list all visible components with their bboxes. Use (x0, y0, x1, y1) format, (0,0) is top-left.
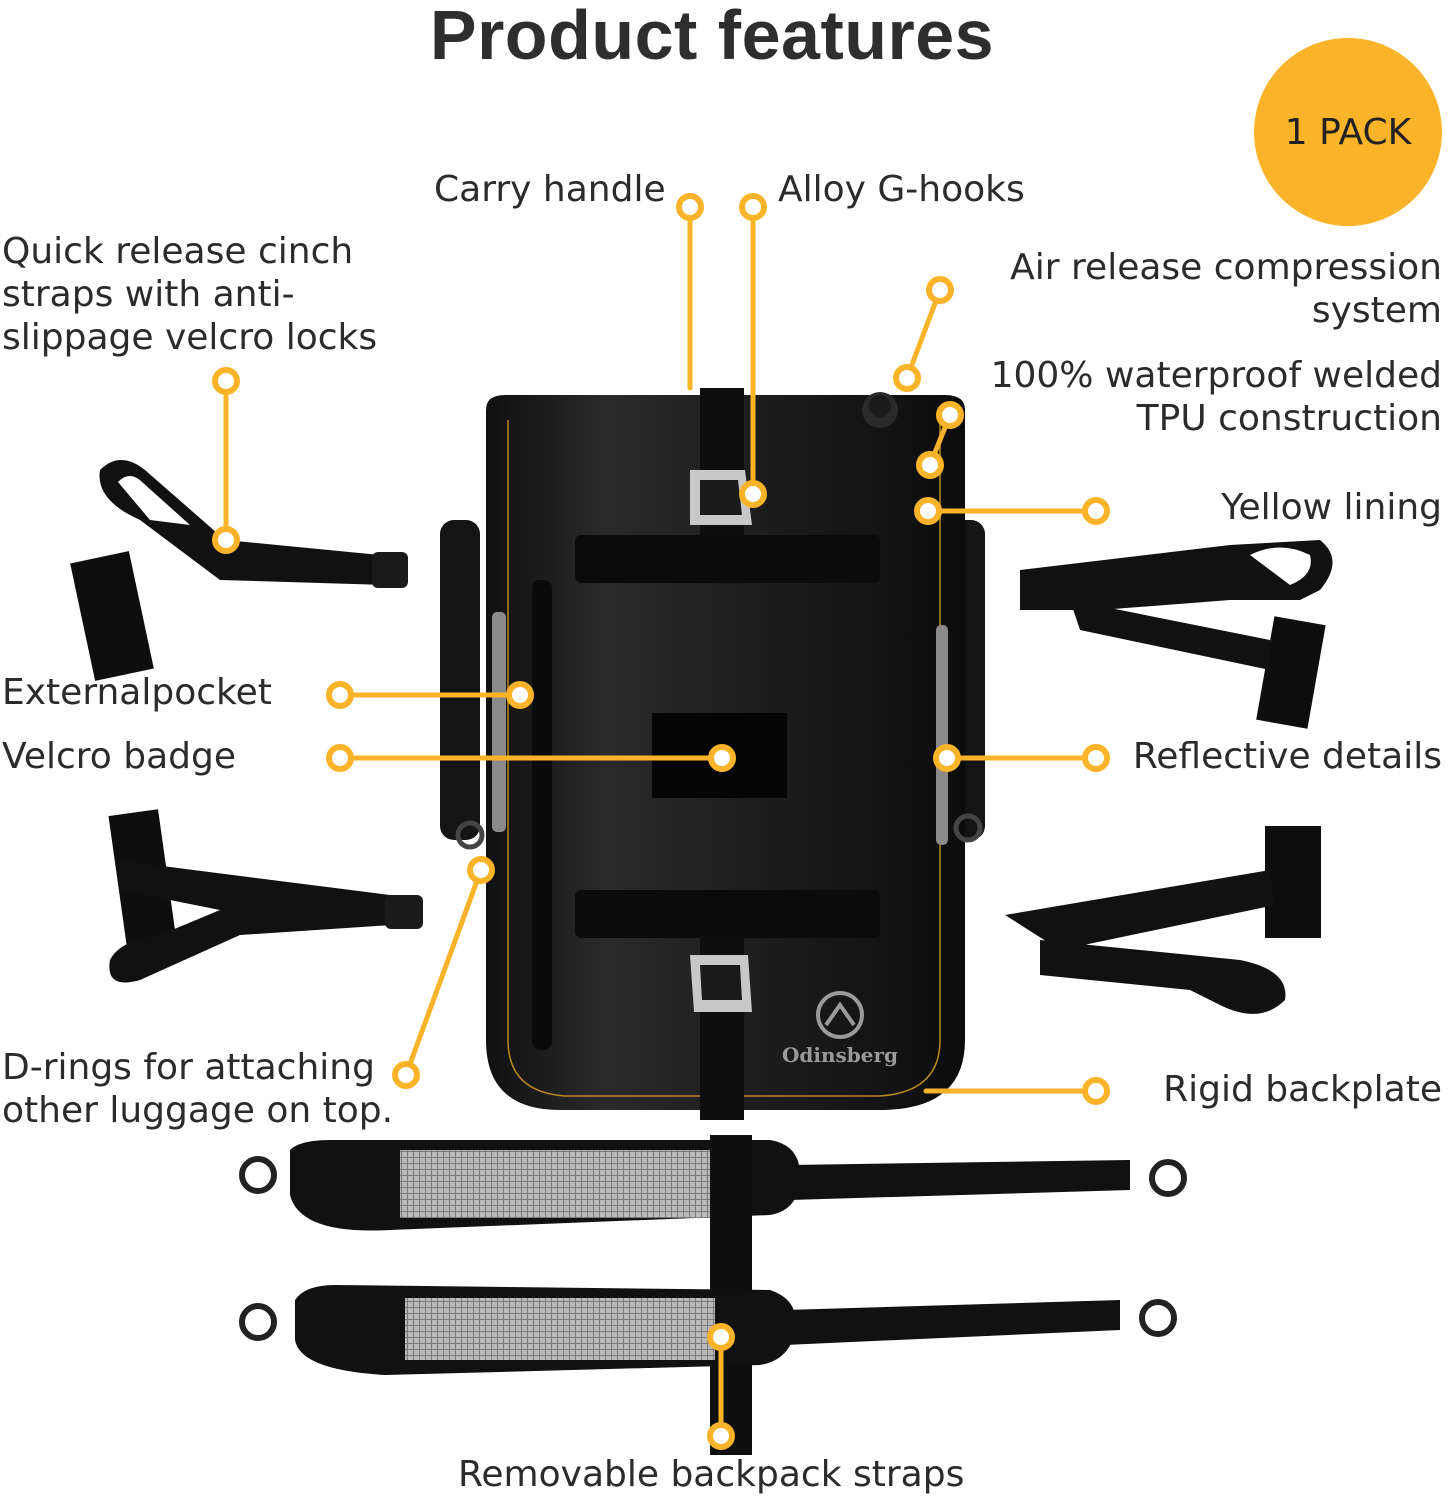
label-rigid-backplate: Rigid backplate (1163, 1069, 1442, 1110)
callout-marker (1082, 497, 1110, 525)
cinch-strap-bottom-left (108, 809, 423, 983)
cinch-strap-top-left (70, 460, 408, 681)
callout-marker (326, 744, 354, 772)
callout-marker (914, 497, 942, 525)
brand-logo-text: Odinsberg (782, 1043, 898, 1067)
callout-marker (467, 856, 495, 884)
callout-marker (212, 367, 240, 395)
label-d-rings: D-rings for attaching other luggage on t… (2, 1047, 394, 1131)
callout-marker (933, 744, 961, 772)
callout-markers (212, 193, 1110, 1450)
callout-lines (223, 204, 1099, 1439)
callout-marker (326, 681, 354, 709)
callout-marker (707, 1422, 735, 1450)
cinch-strap-bottom-right (1005, 826, 1321, 1014)
callout-marker (739, 480, 767, 508)
page-title: Product features (429, 0, 995, 74)
callout-marker (936, 401, 964, 429)
cinch-strap-top-right (1020, 540, 1333, 729)
label-alloy-g-hooks: Alloy G-hooks (778, 169, 1025, 210)
callout-marker (739, 193, 767, 221)
callout-marker (893, 364, 921, 392)
label-air-release: Air release compression system (1010, 247, 1442, 331)
callout-marker (1082, 1077, 1110, 1105)
label-reflective-details: Reflective details (1132, 736, 1442, 777)
callout-marker (506, 681, 534, 709)
callout-marker (916, 451, 944, 479)
callout-marker (707, 1323, 735, 1351)
label-waterproof: 100% waterproof welded TPU construction (990, 355, 1442, 439)
callout-marker (676, 193, 704, 221)
callout-marker (212, 526, 240, 554)
label-yellow-lining: Yellow lining (1221, 487, 1442, 528)
callout-marker (1082, 744, 1110, 772)
label-cinch-straps: Quick release cinch straps with anti- sl… (2, 231, 378, 358)
pack-count-badge: 1 PACK (1254, 38, 1442, 226)
pack-count-text: 1 PACK (1284, 111, 1412, 153)
shoulder-strap-lower (239, 1285, 1177, 1375)
callout-marker (708, 744, 736, 772)
label-carry-handle: Carry handle (434, 169, 666, 210)
label-backpack-straps: Removable backpack straps (458, 1454, 965, 1495)
label-external-pocket: Externalpocket (2, 672, 272, 713)
callout-marker (392, 1061, 420, 1089)
callout-marker (926, 276, 954, 304)
label-velcro-badge: Velcro badge (2, 736, 237, 777)
